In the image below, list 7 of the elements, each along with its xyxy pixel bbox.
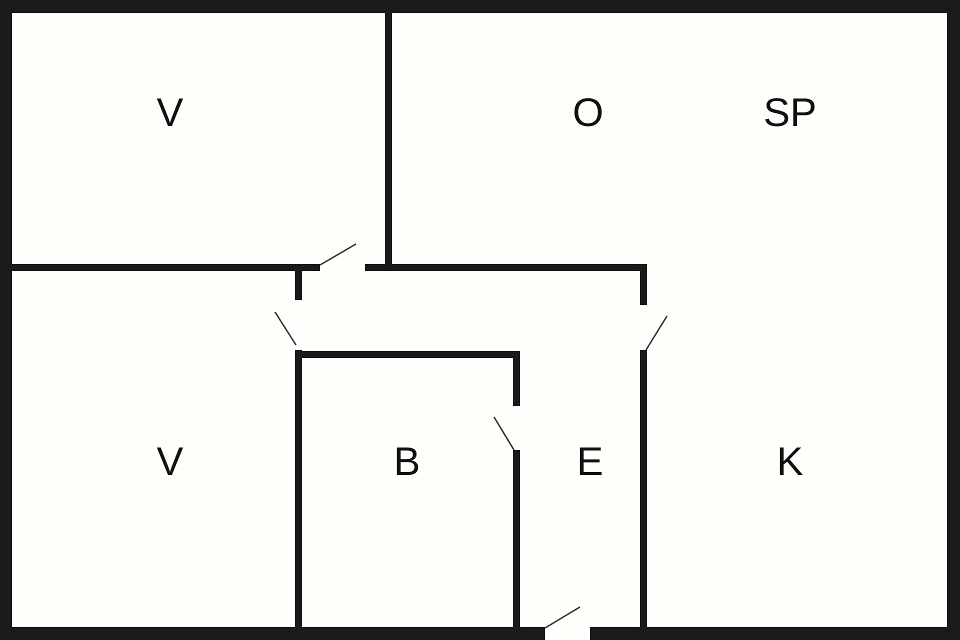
room-label: E [576,442,604,482]
room-label: V [156,93,184,133]
room-label: SP [763,93,817,133]
room-label: V [156,442,184,482]
room-label: O [572,93,604,133]
room-label: K [776,442,804,482]
room-label: B [394,442,420,482]
